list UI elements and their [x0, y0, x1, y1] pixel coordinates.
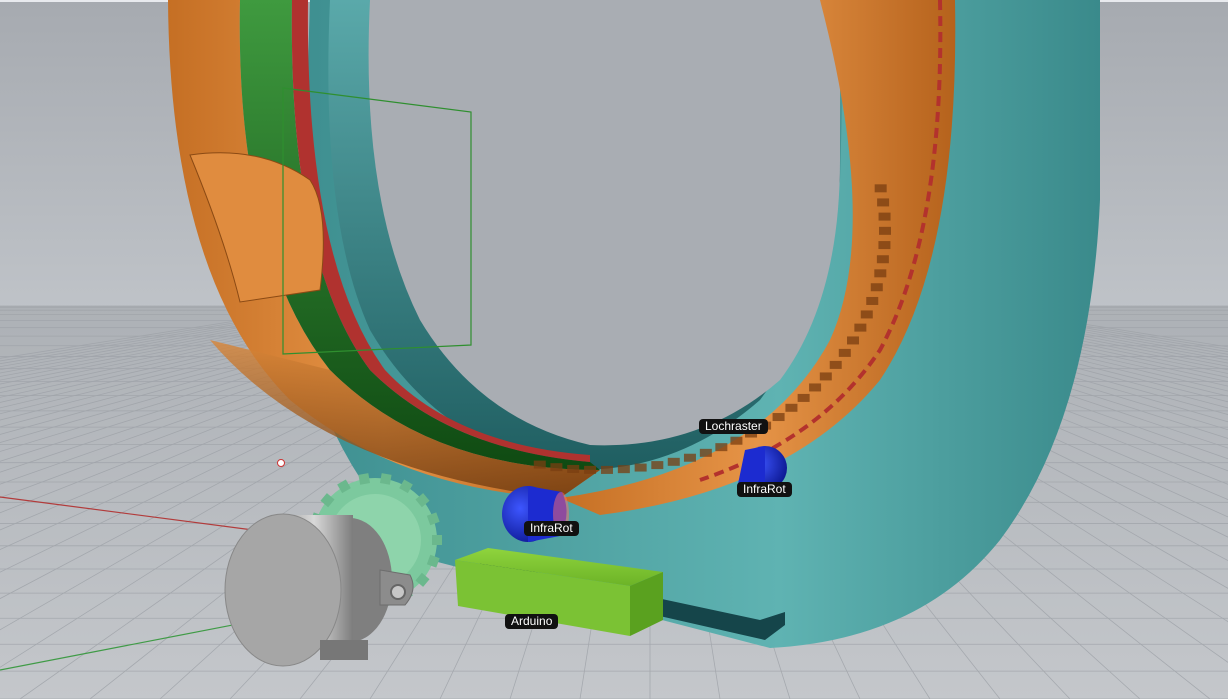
lochraster-label: Lochraster — [699, 419, 768, 434]
arduino-label: Arduino — [505, 614, 559, 629]
orange-ring — [168, 0, 956, 515]
stepper-motor — [224, 513, 414, 667]
origin-point — [277, 459, 285, 467]
handle-block — [189, 152, 324, 303]
infrarot-sensor-right — [738, 446, 787, 490]
selection-frame — [282, 87, 472, 355]
infrarot-left-label: InfraRot — [524, 521, 579, 536]
arduino-board — [455, 548, 663, 636]
infrarot-right-label: InfraRot — [737, 482, 792, 497]
